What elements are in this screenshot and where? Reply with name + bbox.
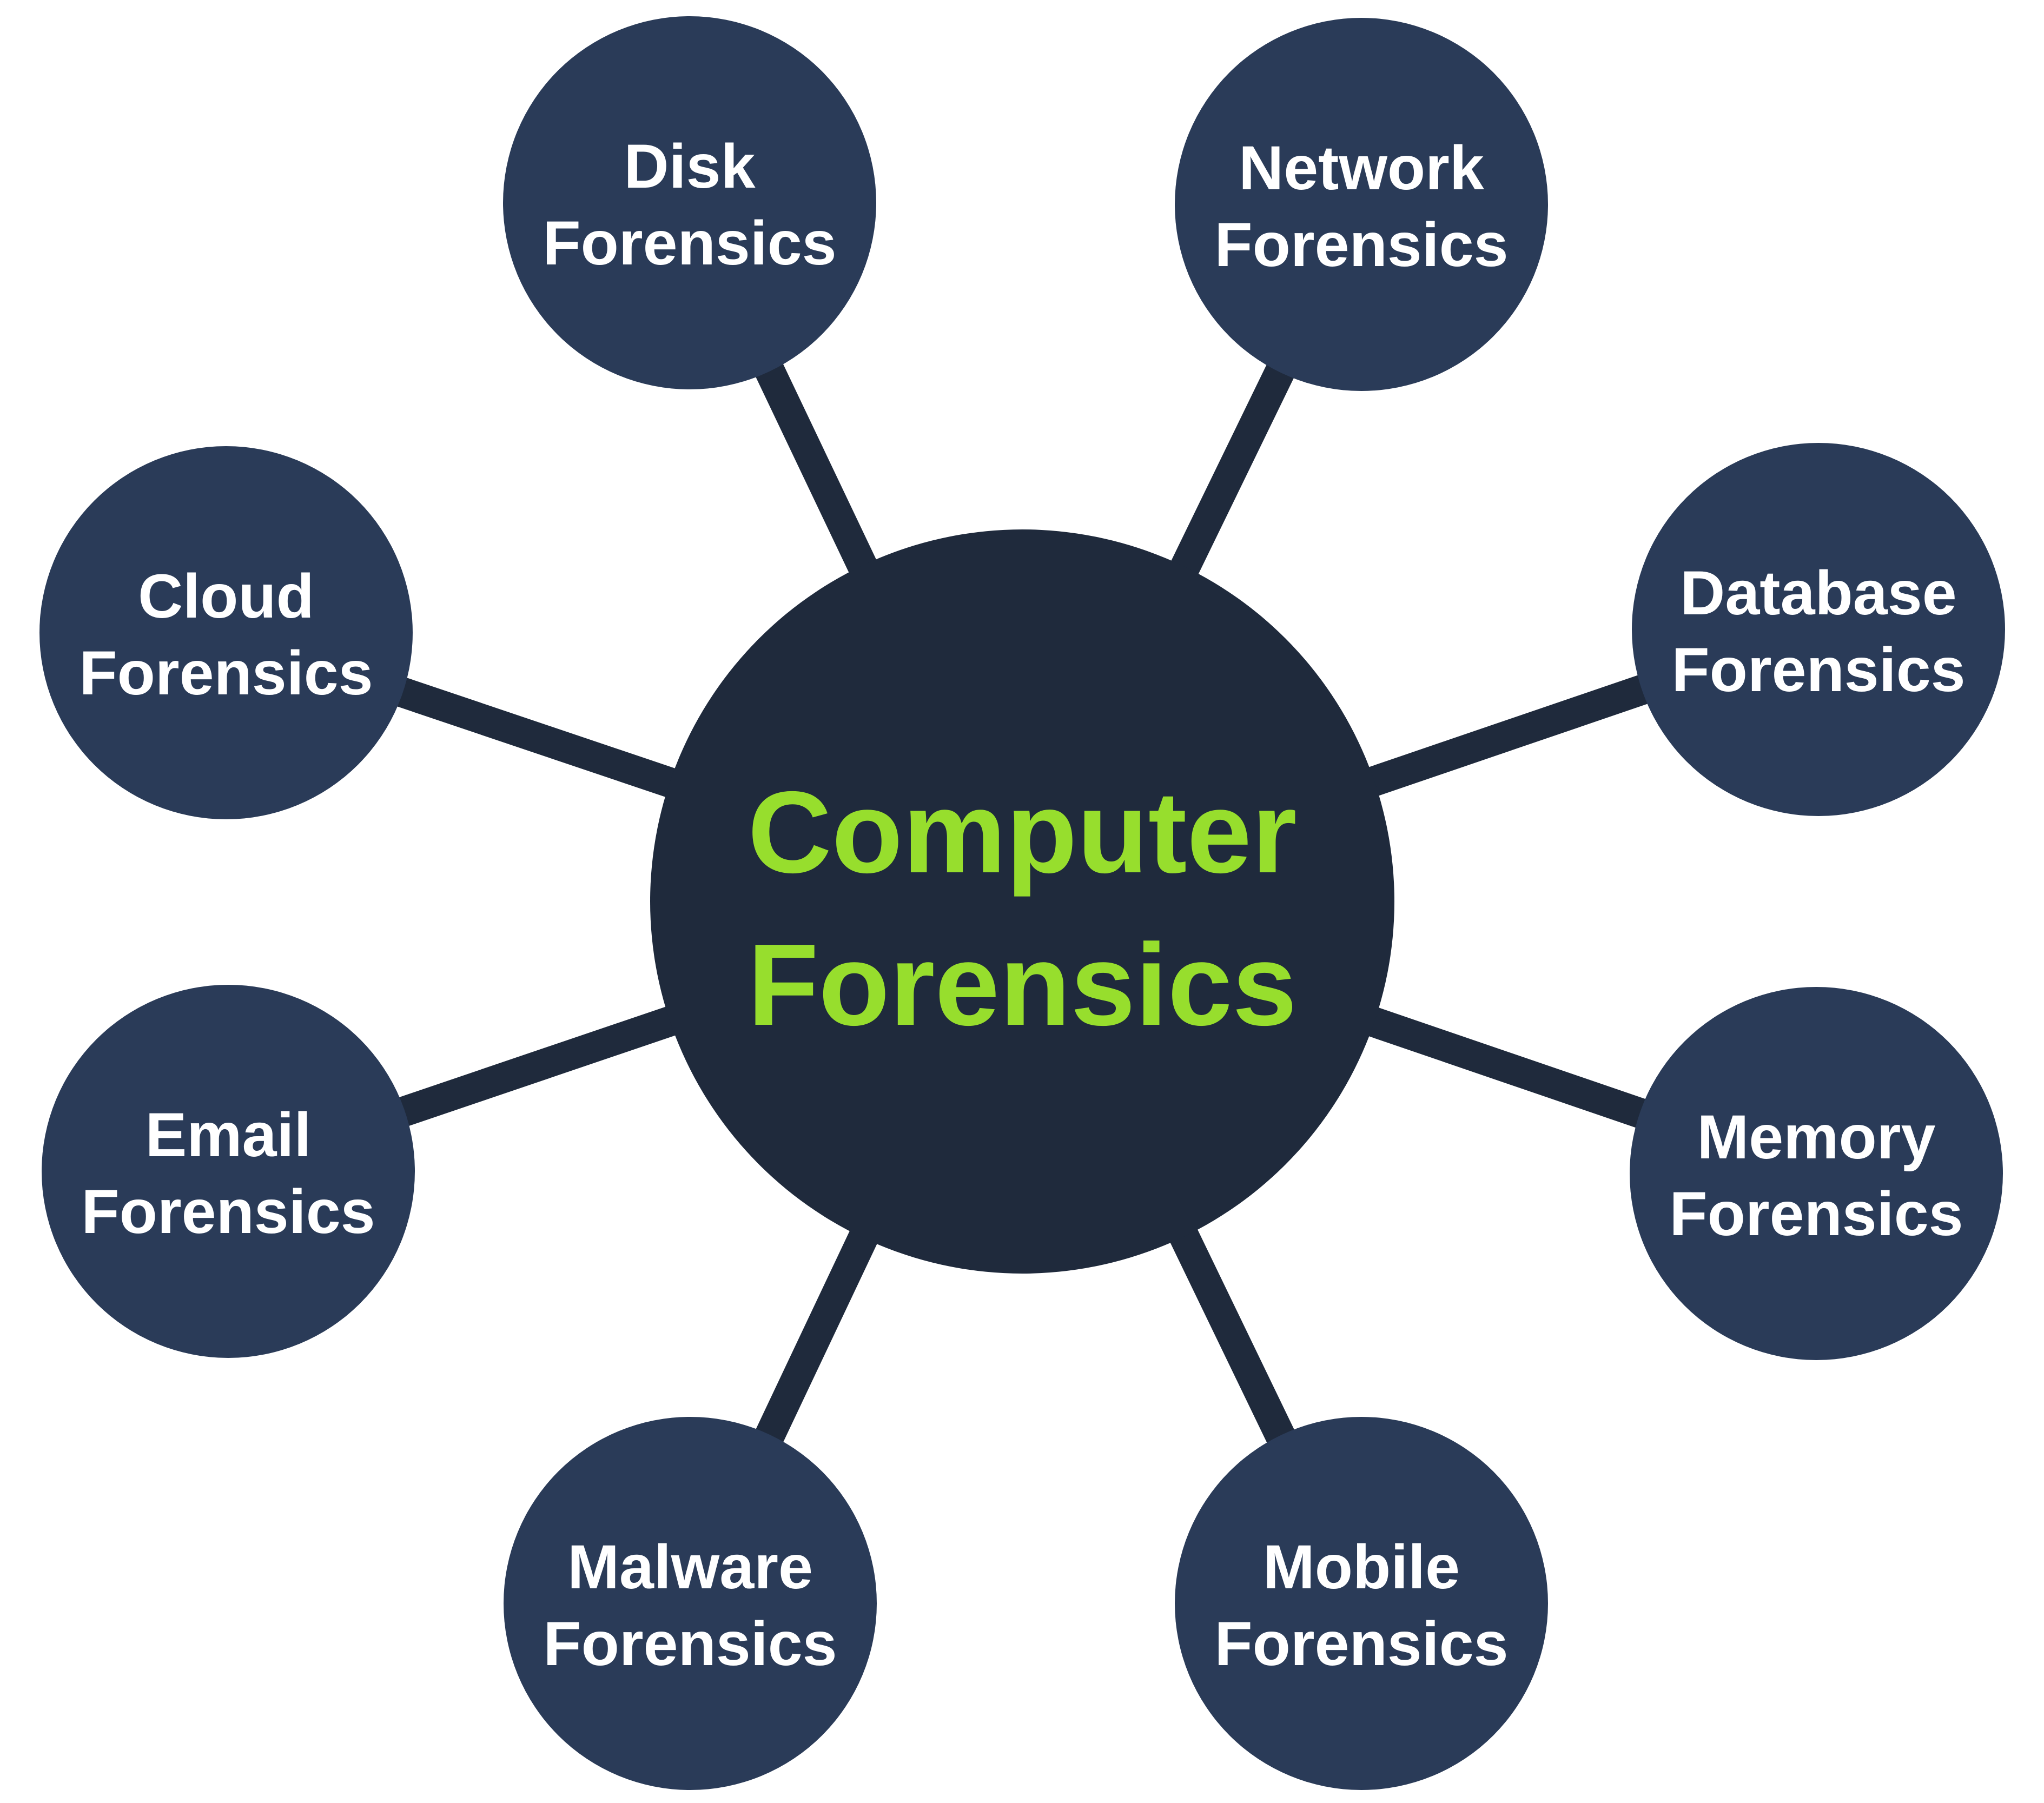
satellite-label-memory-line1: Memory [1697,1103,1936,1172]
satellite-node-malware-forensics: Malware Forensics [504,1417,877,1790]
satellite-node-mobile-forensics: Mobile Forensics [1175,1417,1548,1790]
satellite-circle-cloud [39,446,413,819]
hub-label-line2: Forensics [748,919,1297,1050]
hub-circle [650,529,1394,1274]
satellite-label-cloud-line2: Forensics [79,639,373,708]
satellite-node-database-forensics: Database Forensics [1632,443,2005,816]
hub-node-computer-forensics: Computer Forensics [650,529,1394,1274]
satellite-node-memory-forensics: Memory Forensics [1630,987,2003,1360]
satellite-label-email-line2: Forensics [81,1177,375,1247]
satellite-circle-memory [1630,987,2003,1360]
satellite-node-email-forensics: Email Forensics [42,985,415,1358]
satellite-circle-network [1175,18,1548,391]
satellite-circle-disk [503,16,876,389]
satellite-label-malware-line2: Forensics [543,1609,837,1679]
satellite-label-memory-line2: Forensics [1669,1179,1963,1249]
satellite-label-network-line1: Network [1239,134,1485,203]
satellite-label-disk-line2: Forensics [543,209,836,278]
satellite-node-disk-forensics: Disk Forensics [503,16,876,389]
satellite-label-mobile-line2: Forensics [1214,1609,1508,1679]
satellite-label-email-line1: Email [145,1101,312,1170]
satellite-label-disk-line1: Disk [624,132,756,201]
satellite-label-database-line2: Forensics [1671,635,1965,705]
satellite-circle-mobile [1175,1417,1548,1790]
satellite-circle-database [1632,443,2005,816]
satellite-node-cloud-forensics: Cloud Forensics [39,446,413,819]
satellite-node-network-forensics: Network Forensics [1175,18,1548,391]
satellite-label-cloud-line1: Cloud [138,562,314,631]
satellite-circle-email [42,985,415,1358]
satellite-label-network-line2: Forensics [1214,210,1508,280]
satellite-label-database-line1: Database [1680,559,1956,628]
satellite-label-malware-line1: Malware [567,1533,813,1602]
satellite-label-mobile-line1: Mobile [1263,1533,1460,1602]
satellite-circle-malware [504,1417,877,1790]
hub-label-line1: Computer [748,767,1296,897]
